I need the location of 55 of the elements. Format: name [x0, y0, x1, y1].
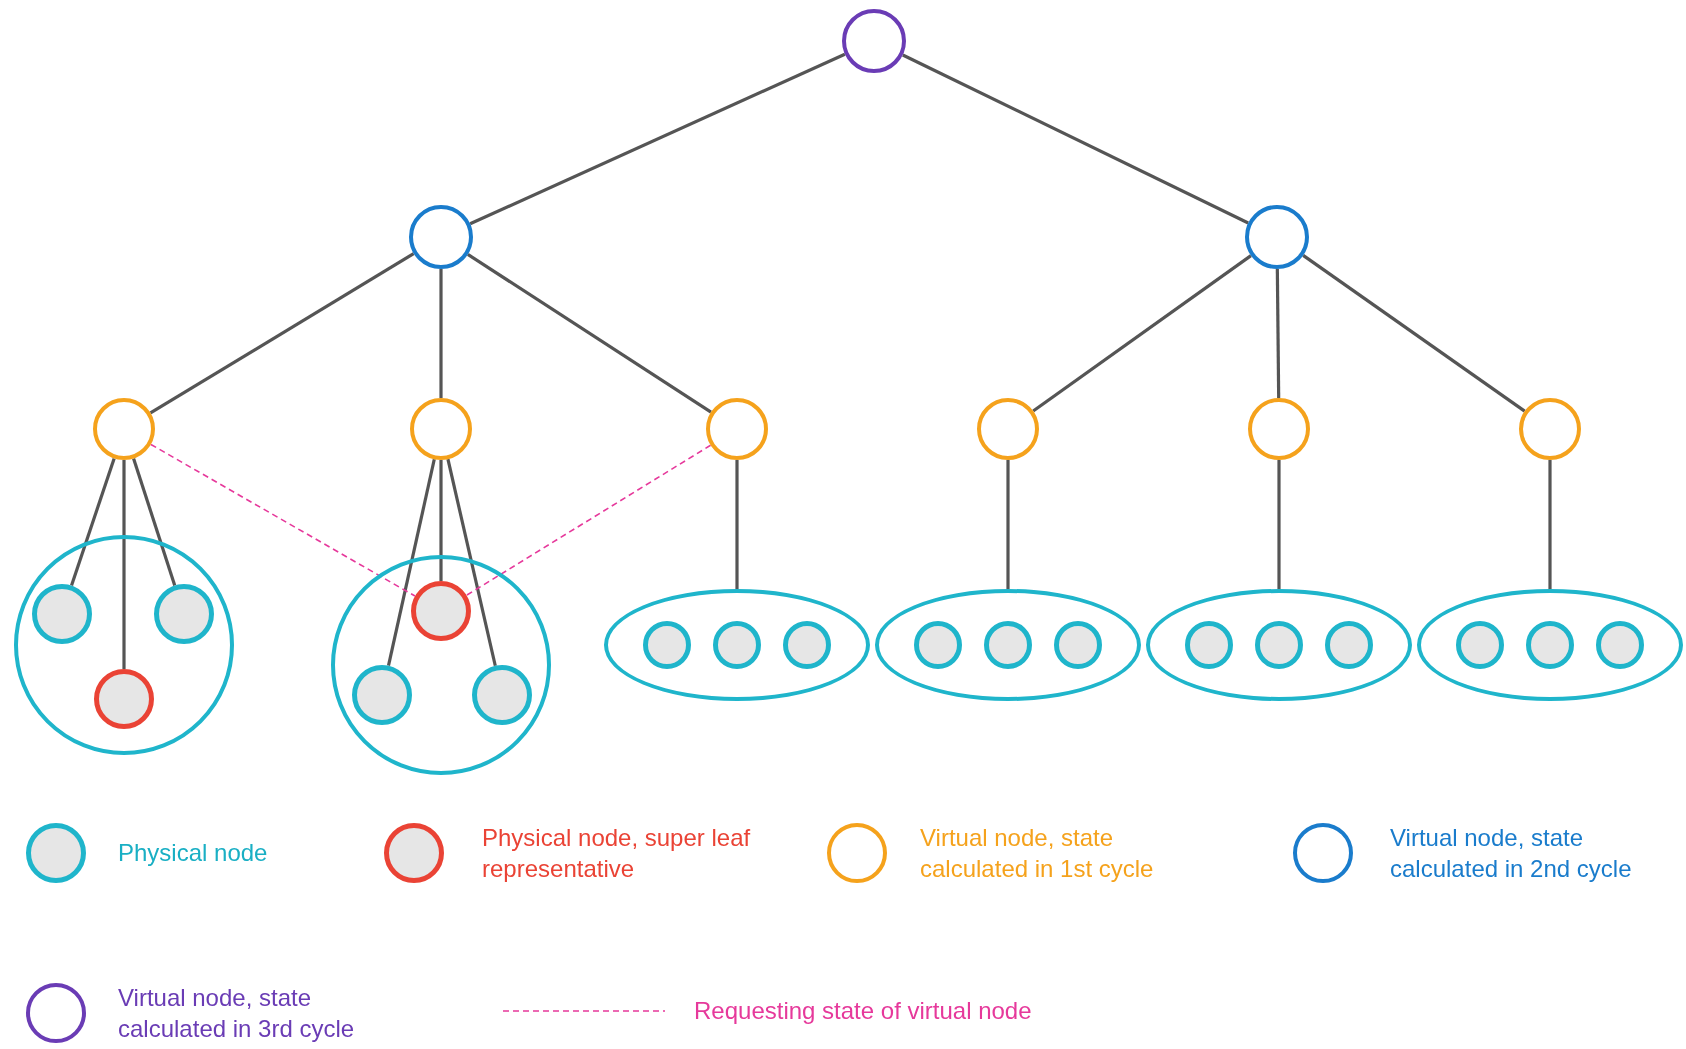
physical-node-circle — [984, 621, 1032, 669]
representative-node-circle — [411, 581, 471, 641]
tree-link-line — [902, 53, 1249, 225]
physical-node-circle — [154, 584, 214, 644]
cluster-outline — [604, 589, 870, 701]
physical-node-circle — [1456, 621, 1504, 669]
tree-link-line — [735, 460, 739, 589]
tree-link-line — [466, 253, 712, 414]
physical-node-circle — [1054, 621, 1102, 669]
tree-link-line — [122, 460, 126, 669]
virtual-node-circle — [409, 205, 473, 269]
tree-link-line — [1302, 254, 1526, 413]
virtual-node-circle — [977, 398, 1039, 460]
physical-node-circle — [472, 665, 532, 725]
tree-link-line — [1277, 460, 1281, 589]
legend-label: Virtual node, state calculated in 3rd cycle — [118, 982, 356, 1044]
tree-link-line — [446, 458, 497, 667]
cluster-outline — [875, 589, 1141, 701]
tree-link-line — [439, 269, 443, 398]
legend-label: Requesting state of virtual node — [694, 996, 1033, 1027]
representative-node-circle — [94, 669, 154, 729]
tree-link-line — [132, 458, 177, 586]
virtual-node-circle — [842, 9, 906, 73]
tree-link-line — [1275, 269, 1281, 398]
physical-node-circle — [1325, 621, 1373, 669]
legend-label: Physical node, super leaf representative — [482, 822, 752, 884]
cluster-outline — [1146, 589, 1412, 701]
legend-label: Virtual node, state calculated in 1st cycle — [920, 822, 1155, 884]
tree-link-line — [469, 52, 846, 226]
tree-link-line — [1032, 254, 1252, 413]
legend-label: Physical node — [118, 838, 269, 869]
legend-label: Virtual node, state calculated in 2nd cycle — [1390, 822, 1633, 884]
physical-node-circle — [713, 621, 761, 669]
cluster-outline — [14, 535, 234, 755]
physical-node-circle — [783, 621, 831, 669]
dashed-request-line — [150, 443, 416, 597]
cluster-outline — [1417, 589, 1683, 701]
virtual-node-circle — [706, 398, 768, 460]
dashed-request-line — [465, 444, 712, 597]
virtual-node-circle — [1245, 205, 1309, 269]
tree-link-line — [386, 458, 436, 667]
cluster-outline — [331, 555, 551, 775]
physical-node-circle — [643, 621, 691, 669]
physical-node-circle — [1185, 621, 1233, 669]
physical-node-circle — [352, 665, 412, 725]
physical-node-circle — [914, 621, 962, 669]
tree-link-line — [1006, 460, 1010, 589]
physical-node-circle — [1596, 621, 1644, 669]
physical-node-circle — [1526, 621, 1574, 669]
tree-link-line — [439, 460, 443, 581]
physical-node-circle — [1255, 621, 1303, 669]
tree-link-line — [1548, 460, 1552, 589]
physical-node-circle — [32, 584, 92, 644]
tree-link-line — [149, 252, 415, 415]
tree-link-line — [70, 457, 116, 587]
